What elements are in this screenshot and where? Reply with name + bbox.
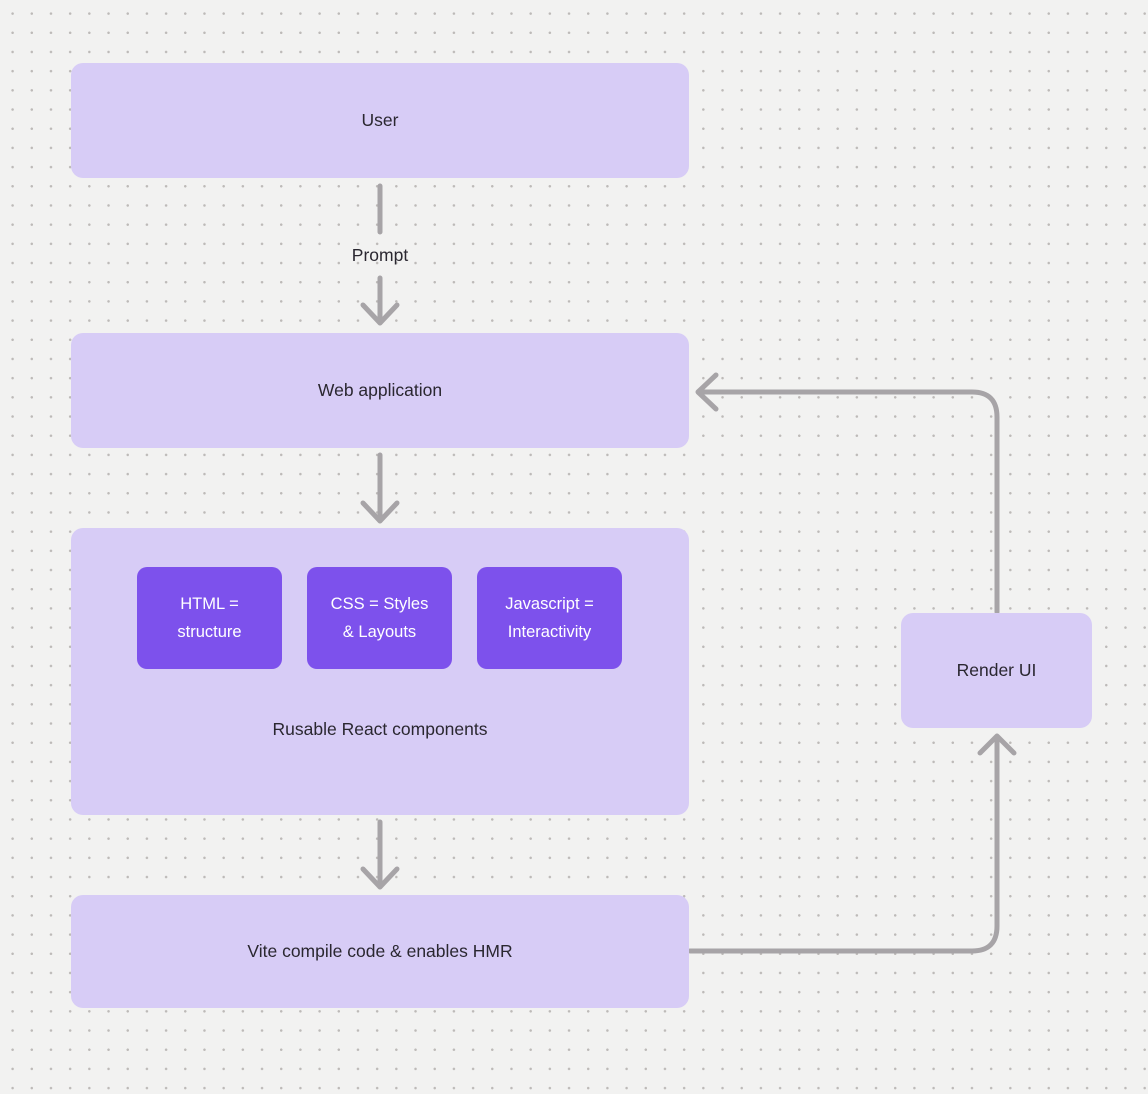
arrowhead-down-icon: [360, 866, 400, 890]
node-render-ui[interactable]: Render UI: [901, 613, 1092, 728]
chip-javascript-label: Javascript = Interactivity: [505, 594, 594, 641]
arrowhead-up-icon: [977, 733, 1017, 756]
arrowhead-left-icon: [695, 372, 719, 412]
chip-html-label: HTML = structure: [177, 594, 242, 641]
components-group-caption: Rusable React components: [272, 719, 488, 739]
node-components-group[interactable]: HTML = structure CSS = Styles & Layouts …: [71, 528, 689, 815]
arrow-components-to-vite[interactable]: [360, 819, 400, 890]
node-render-ui-label: Render UI: [956, 660, 1037, 681]
node-user[interactable]: User: [71, 63, 689, 178]
node-web-application-label: Web application: [317, 380, 443, 401]
node-web-application[interactable]: Web application: [71, 333, 689, 448]
edge-label-prompt: Prompt: [280, 245, 480, 266]
node-user-label: User: [361, 110, 399, 131]
chip-javascript[interactable]: Javascript = Interactivity: [477, 567, 622, 669]
arrow-renderui-to-webapp[interactable]: [695, 372, 1000, 615]
prompt-label: Prompt: [351, 245, 409, 265]
arrow-webapp-to-components[interactable]: [360, 452, 400, 524]
arrow-vite-to-renderui[interactable]: [687, 733, 1017, 954]
chip-css[interactable]: CSS = Styles & Layouts: [307, 567, 452, 669]
arrowhead-down-icon: [360, 302, 400, 326]
node-vite[interactable]: Vite compile code & enables HMR: [71, 895, 689, 1008]
chip-css-label: CSS = Styles & Layouts: [330, 594, 429, 641]
chip-html[interactable]: HTML = structure: [137, 567, 282, 669]
arrowhead-down-icon: [360, 500, 400, 524]
arrow-user-to-webapp[interactable]: [360, 183, 400, 326]
node-vite-label: Vite compile code & enables HMR: [247, 941, 513, 962]
